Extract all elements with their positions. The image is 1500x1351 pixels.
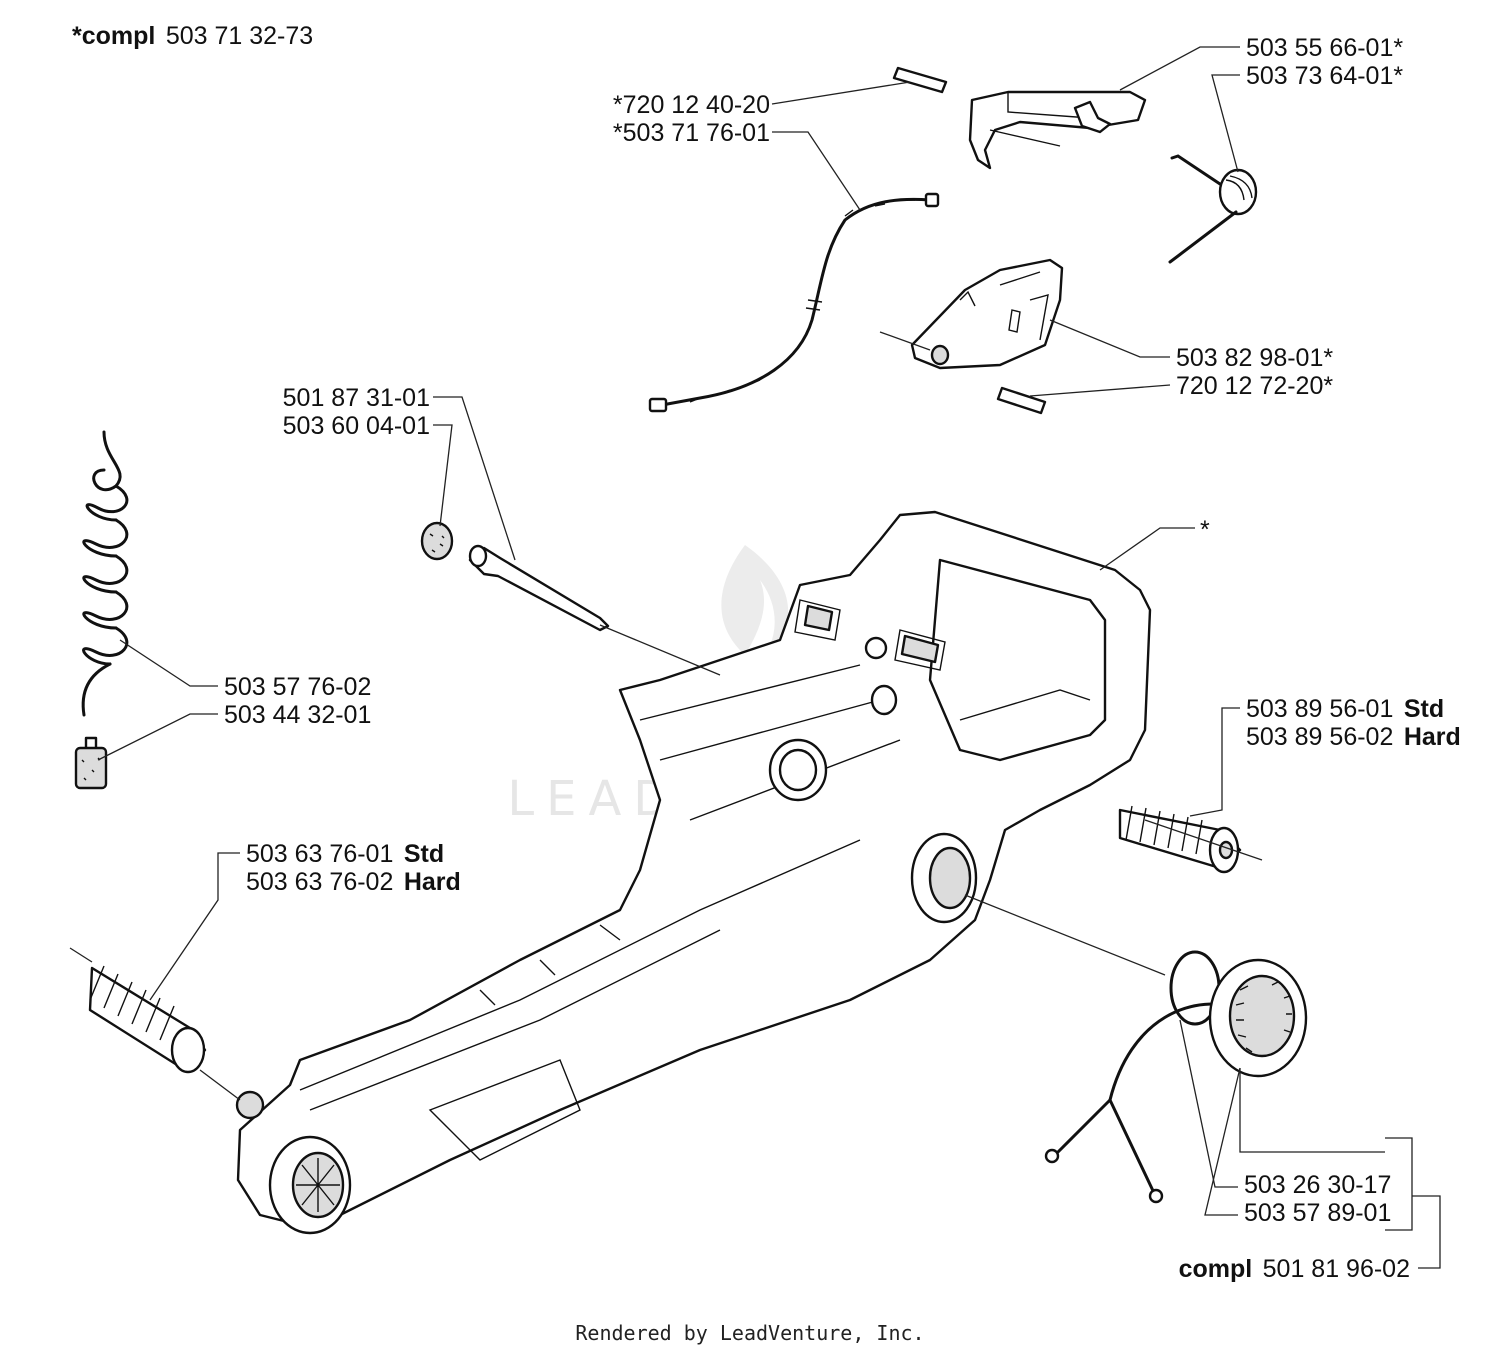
label-filter-a: 501 87 31-01 (283, 384, 430, 412)
header-compl-number: 503 71 32-73 (166, 22, 313, 50)
av-left-hard-number: 503 63 76-02 (246, 868, 393, 896)
label-pin-top: *720 12 40-20 (613, 91, 770, 119)
trigger-pin (996, 386, 1047, 415)
lever-spring (1168, 154, 1258, 264)
air-filter (420, 521, 454, 561)
leader-lines (69, 46, 1441, 1269)
filter-rod (468, 544, 610, 632)
label-o-ring: 503 26 30-17 (1244, 1171, 1391, 1199)
label-av-right-std: 503 89 56-01 Std (1246, 695, 1444, 723)
cap-compl-number: 501 81 96-02 (1263, 1255, 1410, 1283)
av-left-hard-tag: Hard (404, 868, 461, 896)
tank-housing (235, 510, 1152, 1235)
label-cap-compl: compl 501 81 96-02 (1179, 1255, 1410, 1283)
fuel-filter (74, 736, 108, 790)
throttle-lockout-lever (968, 90, 1147, 170)
label-lever-a: 503 55 66-01* (1246, 34, 1403, 62)
label-housing-star: * (1200, 516, 1210, 544)
throttle-trigger (910, 258, 1064, 370)
av-spring-left (88, 965, 207, 1074)
lever-pin (892, 66, 948, 94)
av-right-std-number: 503 89 56-01 (1246, 695, 1393, 723)
av-left-std-number: 503 63 76-01 (246, 840, 393, 868)
label-av-left-std: 503 63 76-01 Std (246, 840, 444, 868)
label-filter-b: 503 60 04-01 (283, 412, 430, 440)
label-pin-trigger: 720 12 72-20* (1176, 372, 1333, 400)
label-cable: *503 71 76-01 (613, 119, 770, 147)
label-fuel-filter: 503 44 32-01 (224, 701, 371, 729)
cap-compl-prefix: compl (1179, 1255, 1253, 1283)
header-compl-prefix: *compl (72, 22, 155, 50)
label-lever-b: 503 73 64-01* (1246, 62, 1403, 90)
av-spring-right (1118, 805, 1242, 874)
av-right-hard-tag: Hard (1404, 723, 1461, 751)
av-right-hard-number: 503 89 56-02 (1246, 723, 1393, 751)
label-trigger: 503 82 98-01* (1176, 344, 1333, 372)
fuel-cap (1208, 958, 1308, 1078)
header-compl-label: *compl 503 71 32-73 (72, 22, 313, 50)
label-av-left-hard: 503 63 76-02 Hard (246, 868, 461, 896)
av-right-std-tag: Std (1404, 695, 1444, 723)
av-left-std-tag: Std (404, 840, 444, 868)
fuel-hose (81, 430, 129, 717)
label-cap-strap: 503 57 89-01 (1244, 1199, 1391, 1227)
label-hose: 503 57 76-02 (224, 673, 371, 701)
label-av-right-hard: 503 89 56-02 Hard (1246, 723, 1461, 751)
throttle-cable (648, 192, 940, 413)
footer-credit: Rendered by LeadVenture, Inc. (575, 1321, 924, 1345)
